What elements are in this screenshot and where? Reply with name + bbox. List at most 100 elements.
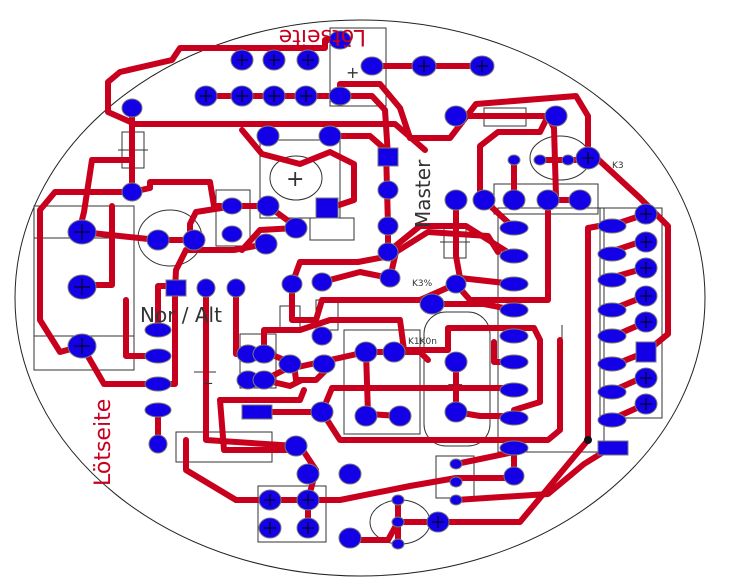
pad [165, 279, 187, 297]
component-outline [259, 139, 341, 219]
pad [507, 154, 521, 166]
pad [391, 494, 405, 506]
polarity-marks: + _ [203, 63, 359, 385]
pad [318, 125, 342, 147]
via-marker [584, 436, 592, 444]
pad [597, 272, 627, 288]
component-outline [215, 189, 251, 247]
pad [499, 220, 529, 236]
pad [544, 105, 568, 127]
component-outline [269, 155, 323, 201]
pad [354, 405, 378, 427]
pad [281, 274, 303, 294]
pad [597, 412, 627, 428]
pad [252, 370, 276, 390]
pad [284, 435, 308, 457]
pad [144, 376, 172, 392]
pad [315, 197, 339, 219]
component-outline [309, 217, 355, 241]
pad [499, 302, 529, 318]
pad [597, 302, 627, 318]
pad [597, 218, 627, 234]
pad [499, 440, 529, 456]
capacitor-outline [423, 311, 491, 447]
pad [499, 328, 529, 344]
svg-text:_: _ [203, 365, 213, 385]
pad [444, 105, 468, 127]
component-outline [257, 485, 327, 543]
pad [499, 382, 529, 398]
pad [502, 189, 526, 211]
pad [568, 189, 592, 211]
pad [388, 405, 412, 427]
pad [449, 476, 463, 488]
pad [449, 458, 463, 470]
pad [241, 404, 273, 420]
pad [391, 516, 405, 528]
pad [382, 341, 406, 363]
pad [121, 182, 143, 202]
pad [597, 246, 627, 262]
pad [182, 229, 206, 251]
pad [377, 216, 399, 236]
pad [597, 384, 627, 400]
pad [391, 538, 405, 550]
pad [561, 154, 575, 166]
pad [256, 195, 280, 217]
pad [499, 354, 529, 370]
pad [499, 248, 529, 264]
pad [284, 217, 308, 239]
pad [121, 98, 143, 118]
pad [254, 233, 278, 255]
k2-label: K3% [412, 279, 433, 289]
pad [360, 56, 384, 76]
pad [444, 189, 468, 211]
drill-marks [74, 54, 652, 534]
pad [536, 189, 560, 211]
solder-side-label-top: Lötseite [279, 24, 366, 49]
pad [338, 463, 362, 485]
pad [221, 197, 243, 215]
master-label: Master [411, 159, 435, 228]
pad [419, 293, 445, 315]
pad [196, 278, 216, 298]
pad [445, 274, 467, 294]
pad [635, 341, 657, 363]
pad [499, 410, 529, 426]
pad [597, 328, 627, 344]
pad [449, 494, 463, 506]
k3-label: K3 [612, 161, 624, 171]
pad [377, 242, 399, 262]
pad [312, 354, 336, 374]
pad [148, 434, 168, 454]
pad [146, 229, 170, 251]
pad [377, 180, 399, 200]
label-layer: Lötseite Lötseite Master Nor / Alt K3 K3… [91, 24, 624, 486]
pad [328, 30, 352, 50]
pad [472, 189, 496, 211]
pad [144, 402, 172, 418]
svg-text:+: + [286, 167, 304, 192]
pad [597, 440, 629, 456]
pad [444, 351, 468, 373]
pad [144, 348, 172, 364]
svg-text:+: + [346, 63, 359, 82]
pad [354, 341, 378, 363]
pad [328, 86, 352, 106]
pad [144, 322, 172, 338]
pad [221, 225, 243, 243]
pad [597, 356, 627, 372]
pad [278, 354, 302, 374]
pad [226, 278, 246, 298]
pad [377, 147, 399, 167]
pad [503, 466, 525, 486]
k1-label: K1K0n [408, 337, 437, 347]
pad [444, 401, 468, 423]
pad [311, 272, 333, 292]
pad [533, 154, 547, 166]
nor-alt-label: Nor / Alt [140, 303, 222, 327]
solder-side-label-left: Lötseite [91, 399, 116, 486]
pad [252, 344, 276, 364]
